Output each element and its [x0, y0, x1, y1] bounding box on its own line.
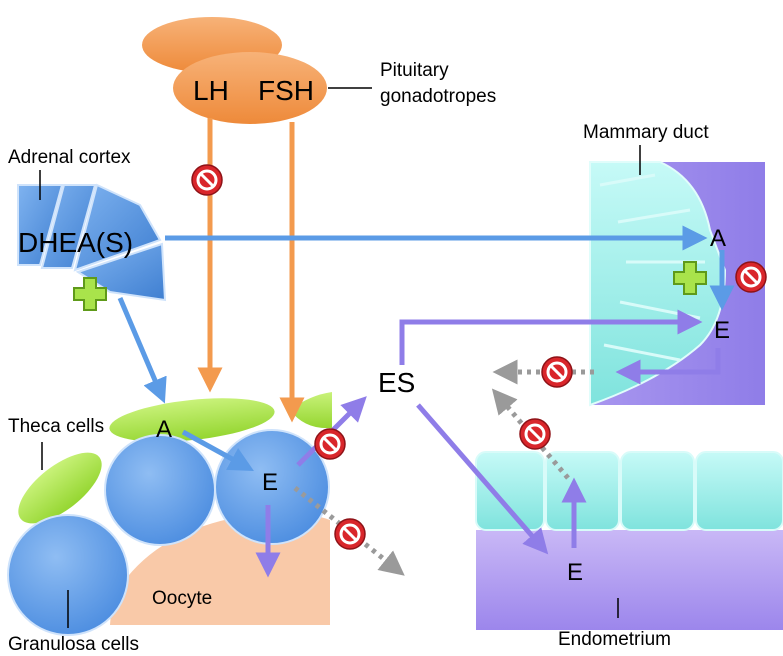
plus-icon [73, 277, 107, 311]
e-ovary-label: E [262, 469, 278, 496]
mammary-duct: Mammary duct A E [583, 122, 765, 407]
granulosa-cell [7, 514, 129, 636]
theca-cells-label: Theca cells [8, 416, 104, 437]
fsh-label: FSH [258, 75, 314, 106]
no-entry-icon [314, 428, 346, 460]
mammary-duct-label: Mammary duct [583, 122, 709, 143]
adrenal-cell [17, 184, 64, 266]
pituitary-cell-front [173, 52, 327, 124]
adrenal-cortex-label: Adrenal cortex [8, 147, 131, 168]
endometrium: E Endometrium [475, 451, 783, 650]
pituitary-label-line1: Pituitary [380, 60, 449, 81]
granulosa-cells-label: Granulosa cells [8, 634, 139, 655]
theca-cell [109, 398, 275, 442]
adrenal-cortex: Adrenal cortex DHEA(S) [8, 147, 167, 302]
mammary-epithelium [589, 161, 727, 407]
adrenal-cell [73, 183, 162, 272]
endometrial-cell [475, 451, 545, 531]
arrows [117, 118, 735, 578]
no-entry-icon [334, 518, 366, 550]
theca-cell [290, 392, 332, 429]
no-entry-icon [519, 418, 551, 450]
a-mammary-label: A [710, 225, 726, 252]
pituitary-label-line2: gonadotropes [380, 86, 496, 107]
adrenal-cell [40, 184, 97, 269]
es-label: ES [378, 367, 415, 398]
theca-cell [18, 452, 102, 524]
adrenal-to-ovary-arrow [117, 297, 167, 404]
e-mammary-label: E [714, 317, 730, 344]
pituitary-gonadotropes: LH FSH Pituitary gonadotropes [142, 17, 496, 124]
es-to-mammary-arrow [399, 309, 703, 365]
ovary-aromatization-arrow [181, 429, 254, 472]
oocyte-label: Oocyte [152, 588, 212, 609]
endometrium-label: Endometrium [558, 629, 671, 650]
ovarian-follicle: Oocyte Theca cells Granulosa cells A E [7, 392, 332, 655]
no-entry-icon [735, 261, 767, 293]
endometrial-cell [695, 451, 783, 531]
mammary-e-efflux-arrow [615, 348, 721, 385]
plus-icon [673, 261, 707, 295]
mammary-cell-borders [599, 173, 705, 362]
adrenal-cell [75, 242, 167, 302]
endometrium-stroma [476, 530, 783, 630]
lh-label: LH [193, 75, 229, 106]
dhea-label: DHEA(S) [18, 227, 133, 258]
no-entry-icon [541, 356, 573, 388]
e-endometrium-label: E [567, 559, 583, 586]
no-entry-icon [191, 164, 223, 196]
endometrial-cell [620, 451, 695, 531]
a-ovary-label: A [156, 416, 172, 443]
es-to-endometrium-arrow [416, 403, 549, 555]
granulosa-cell [104, 434, 216, 546]
